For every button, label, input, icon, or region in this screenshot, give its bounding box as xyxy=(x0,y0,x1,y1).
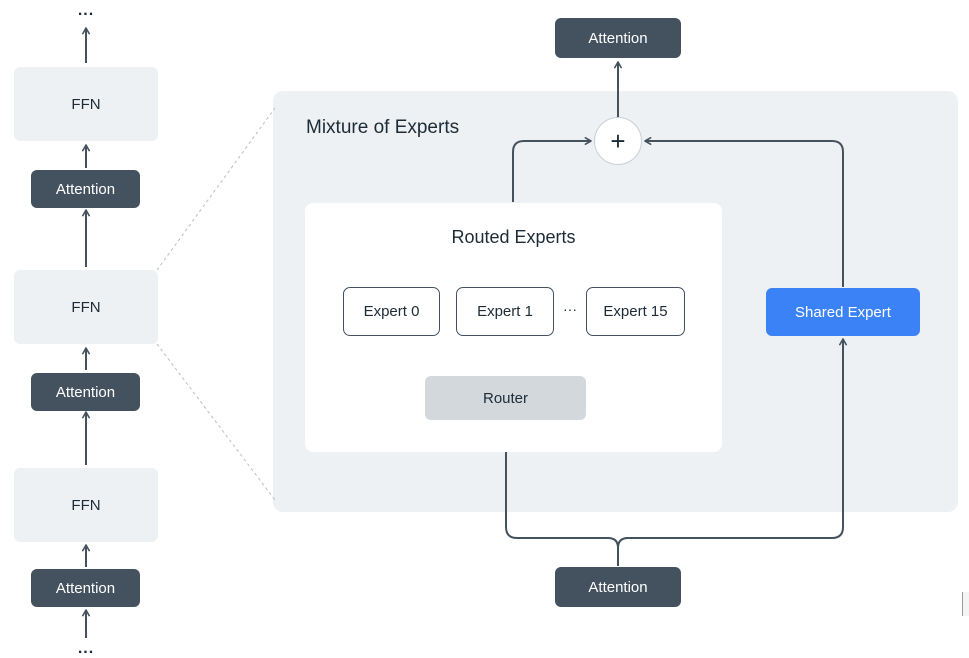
attention-block-upper: Attention xyxy=(31,170,140,208)
attention-block-middle: Attention xyxy=(31,373,140,411)
ffn-block-bottom: FFN xyxy=(14,468,158,542)
ffn-block-top: FFN xyxy=(14,67,158,141)
expert-1-box: Expert 1 xyxy=(456,287,554,336)
router-block: Router xyxy=(425,376,586,420)
input-split xyxy=(502,422,619,566)
output-attention-block: Attention xyxy=(555,18,681,58)
routed-to-plus-arrow xyxy=(512,137,592,202)
combine-plus-icon: + xyxy=(594,117,642,165)
moe-title: Mixture of Experts xyxy=(306,117,460,138)
expert-15-box: Expert 15 xyxy=(586,287,685,336)
zoom-guide-top xyxy=(156,107,276,271)
input-to-shared xyxy=(617,338,847,549)
stack-ellipsis-top: ... xyxy=(77,2,95,19)
attention-block-bottom: Attention xyxy=(31,569,140,607)
input-attention-block: Attention xyxy=(555,567,681,607)
routed-experts-title: Routed Experts xyxy=(451,227,576,247)
ffn-block-middle: FFN xyxy=(14,270,158,344)
stack-ellipsis-bottom: ... xyxy=(77,640,95,657)
expert-0-box: Expert 0 xyxy=(343,287,440,336)
experts-ellipsis: ··· xyxy=(563,301,577,317)
shared-expert-block: Shared Expert xyxy=(766,288,920,336)
shared-to-plus-arrow xyxy=(644,137,844,287)
zoom-guide-bottom xyxy=(156,343,276,501)
edge-artifact xyxy=(962,592,969,616)
